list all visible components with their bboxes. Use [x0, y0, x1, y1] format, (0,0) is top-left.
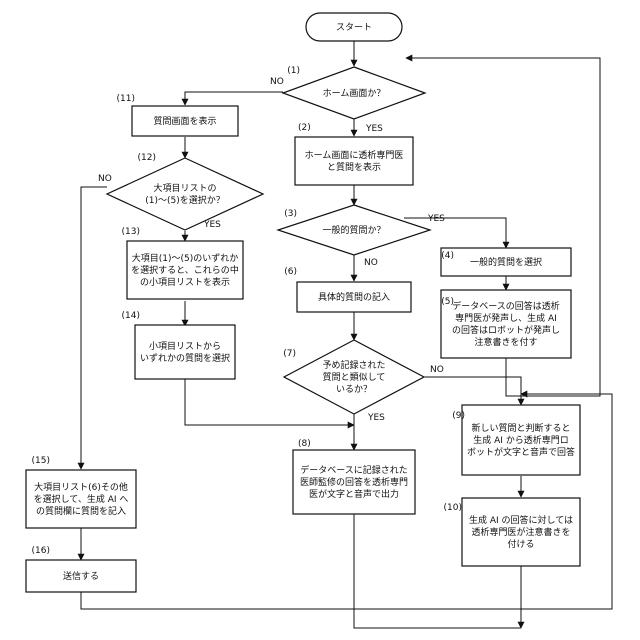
node-n5: データベースの回答は透析専門医が発声し、生成 AIの回答はロボットが発声し注意書… — [441, 290, 571, 358]
node-text-line: の質問欄に質問を記入 — [36, 505, 126, 517]
node-text-line: 一般的質問か？ — [322, 224, 385, 236]
process-box — [135, 325, 235, 379]
step-number: (6) — [284, 267, 297, 277]
edge-label-no: NO — [98, 174, 112, 184]
node-n7: 予め記録された質問と類似しているか？ (7) — [283, 340, 424, 414]
decision-shape — [107, 158, 263, 230]
node-start: スタート — [306, 13, 402, 41]
node-text-line: 医が文字と音声で出力 — [309, 488, 399, 500]
step-number: (10) — [444, 503, 462, 513]
node-text-line: 専門医が発声し、生成 AI — [455, 312, 557, 324]
node-text: ホーム画面か？ — [323, 88, 386, 99]
edge-label-no: NO — [430, 365, 444, 375]
node-text-line: を選択して、生成 AI へ — [34, 493, 129, 505]
node-n6: 具体的質問の記入 (6) — [284, 267, 411, 312]
node-n3: 一般的質問か？ (3) — [278, 205, 430, 255]
node-text-line: 小項目リストから — [149, 341, 221, 352]
node-text: 質問画面を表示 — [153, 115, 216, 127]
node-text-line: 質問と類似して — [323, 371, 386, 383]
node-text-line: と質問を表示 — [327, 161, 381, 173]
node-text-line: 送信する — [63, 570, 99, 582]
edge-label-yes: YES — [427, 214, 445, 224]
node-text-line: データベースに記録された — [300, 464, 408, 476]
node-n8: データベースに記録された医師監修の回答を透析専門医が文字と音声で出力 (8) — [293, 439, 415, 514]
node-text-line: ホーム画面か？ — [323, 88, 386, 99]
edge-label-yes: YES — [203, 220, 221, 230]
node-n1: ホーム画面か？ (1) — [283, 66, 425, 119]
edge-n1-no-to-n11 — [185, 92, 283, 105]
node-text-line: 大項目リスト(6)その他 — [34, 481, 128, 493]
node-text: 送信する — [63, 570, 99, 582]
node-text-line: 質問画面を表示 — [153, 115, 216, 127]
edge-label-yes: YES — [367, 413, 385, 423]
node-text-line: 付ける — [507, 539, 534, 550]
step-number: (15) — [32, 456, 50, 466]
node-text-line: スタート — [336, 22, 372, 33]
node-text-line: (1)～(5)を選択か？ — [145, 194, 225, 206]
node-n11: 質問画面を表示 (11) — [117, 94, 238, 136]
node-text-line: 新しい質問と判断すると — [471, 422, 570, 434]
node-text-line: ボットが文字と音声で回答 — [467, 446, 575, 458]
node-text: 新しい質問と判断すると生成 AI から透析専門ロボットが文字と音声で回答 — [467, 422, 575, 458]
node-n12: 大項目リストの(1)～(5)を選択か？ (12) — [107, 153, 263, 230]
node-text: 大項目リスト(6)その他を選択して、生成 AI への質問欄に質問を記入 — [34, 481, 129, 517]
node-text-line: 医師監修の回答を透析専門 — [300, 476, 408, 488]
node-text: スタート — [336, 22, 372, 33]
step-number: (8) — [298, 439, 311, 449]
edge-label-no: NO — [364, 258, 378, 268]
node-text-line: を選択すると、これらの中 — [131, 264, 239, 276]
step-number: (9) — [452, 411, 465, 421]
node-text-line: いるか？ — [336, 384, 372, 395]
node-n9: 新しい質問と判断すると生成 AI から透析専門ロボットが文字と音声で回答(9) — [452, 405, 580, 475]
edge-label-no: NO — [270, 77, 284, 87]
node-text-line: の小項目リストを表示 — [140, 276, 230, 288]
step-number: (11) — [117, 94, 135, 104]
nodes: スタートホーム画面か？ (1) ホーム画面に透析専門医と質問を表示 (2) 一般的質問か… — [26, 13, 580, 592]
step-number: (2) — [298, 123, 311, 133]
node-text-line: 注意書きを付す — [474, 336, 537, 348]
edge-n12-no-to-n15 — [81, 187, 107, 469]
step-number: (1) — [287, 66, 300, 76]
step-number: (4) — [441, 251, 454, 261]
node-text: 一般的質問を選択 — [470, 256, 542, 268]
step-number: (16) — [32, 546, 50, 556]
node-text-line: 予め記録された — [322, 359, 385, 371]
node-text-line: 生成 AI の回答に対しては — [469, 514, 573, 526]
step-number: (13) — [122, 227, 140, 237]
node-n10: 生成 AI の回答に対しては透析専門医が注意書きを付ける (10) — [444, 498, 580, 566]
node-text-line: 大項目リストの — [153, 182, 216, 194]
step-number: (5) — [441, 297, 454, 307]
node-n13: 大項目(1)～(5)のいずれかを選択すると、これらの中の小項目リストを表示 (13… — [122, 227, 243, 299]
node-n14: 小項目リストからいずれかの質問を選択 (14) — [122, 311, 235, 379]
node-text: データベースに記録された医師監修の回答を透析専門医が文字と音声で出力 — [300, 464, 408, 500]
node-text-line: 生成 AI から透析専門ロ — [473, 434, 569, 446]
step-number: (3) — [284, 209, 297, 219]
node-text-line: いずれかの質問を選択 — [140, 352, 230, 364]
process-box — [295, 137, 413, 185]
node-text: 具体的質問の記入 — [318, 291, 390, 303]
step-number: (14) — [122, 311, 140, 321]
step-number: (12) — [138, 153, 156, 163]
node-text-line: 大項目(1)～(5)のいずれか — [132, 252, 239, 264]
node-n4: 一般的質問を選択 (4) — [441, 248, 571, 276]
node-text-line: 透析専門医が注意書きを — [471, 526, 570, 538]
node-text-line: の回答はロボットが発声し — [452, 324, 560, 336]
node-text-line: 具体的質問の記入 — [318, 291, 390, 303]
node-text-line: ホーム画面に透析専門医 — [305, 149, 404, 161]
node-text: 一般的質問か？ — [322, 224, 385, 236]
node-text: 大項目(1)～(5)のいずれかを選択すると、これらの中の小項目リストを表示 — [131, 252, 239, 288]
step-number: (7) — [283, 349, 296, 359]
node-text-line: データベースの回答は透析 — [452, 300, 560, 312]
node-text-line: 一般的質問を選択 — [470, 256, 542, 268]
edge-label-yes: YES — [365, 124, 383, 134]
